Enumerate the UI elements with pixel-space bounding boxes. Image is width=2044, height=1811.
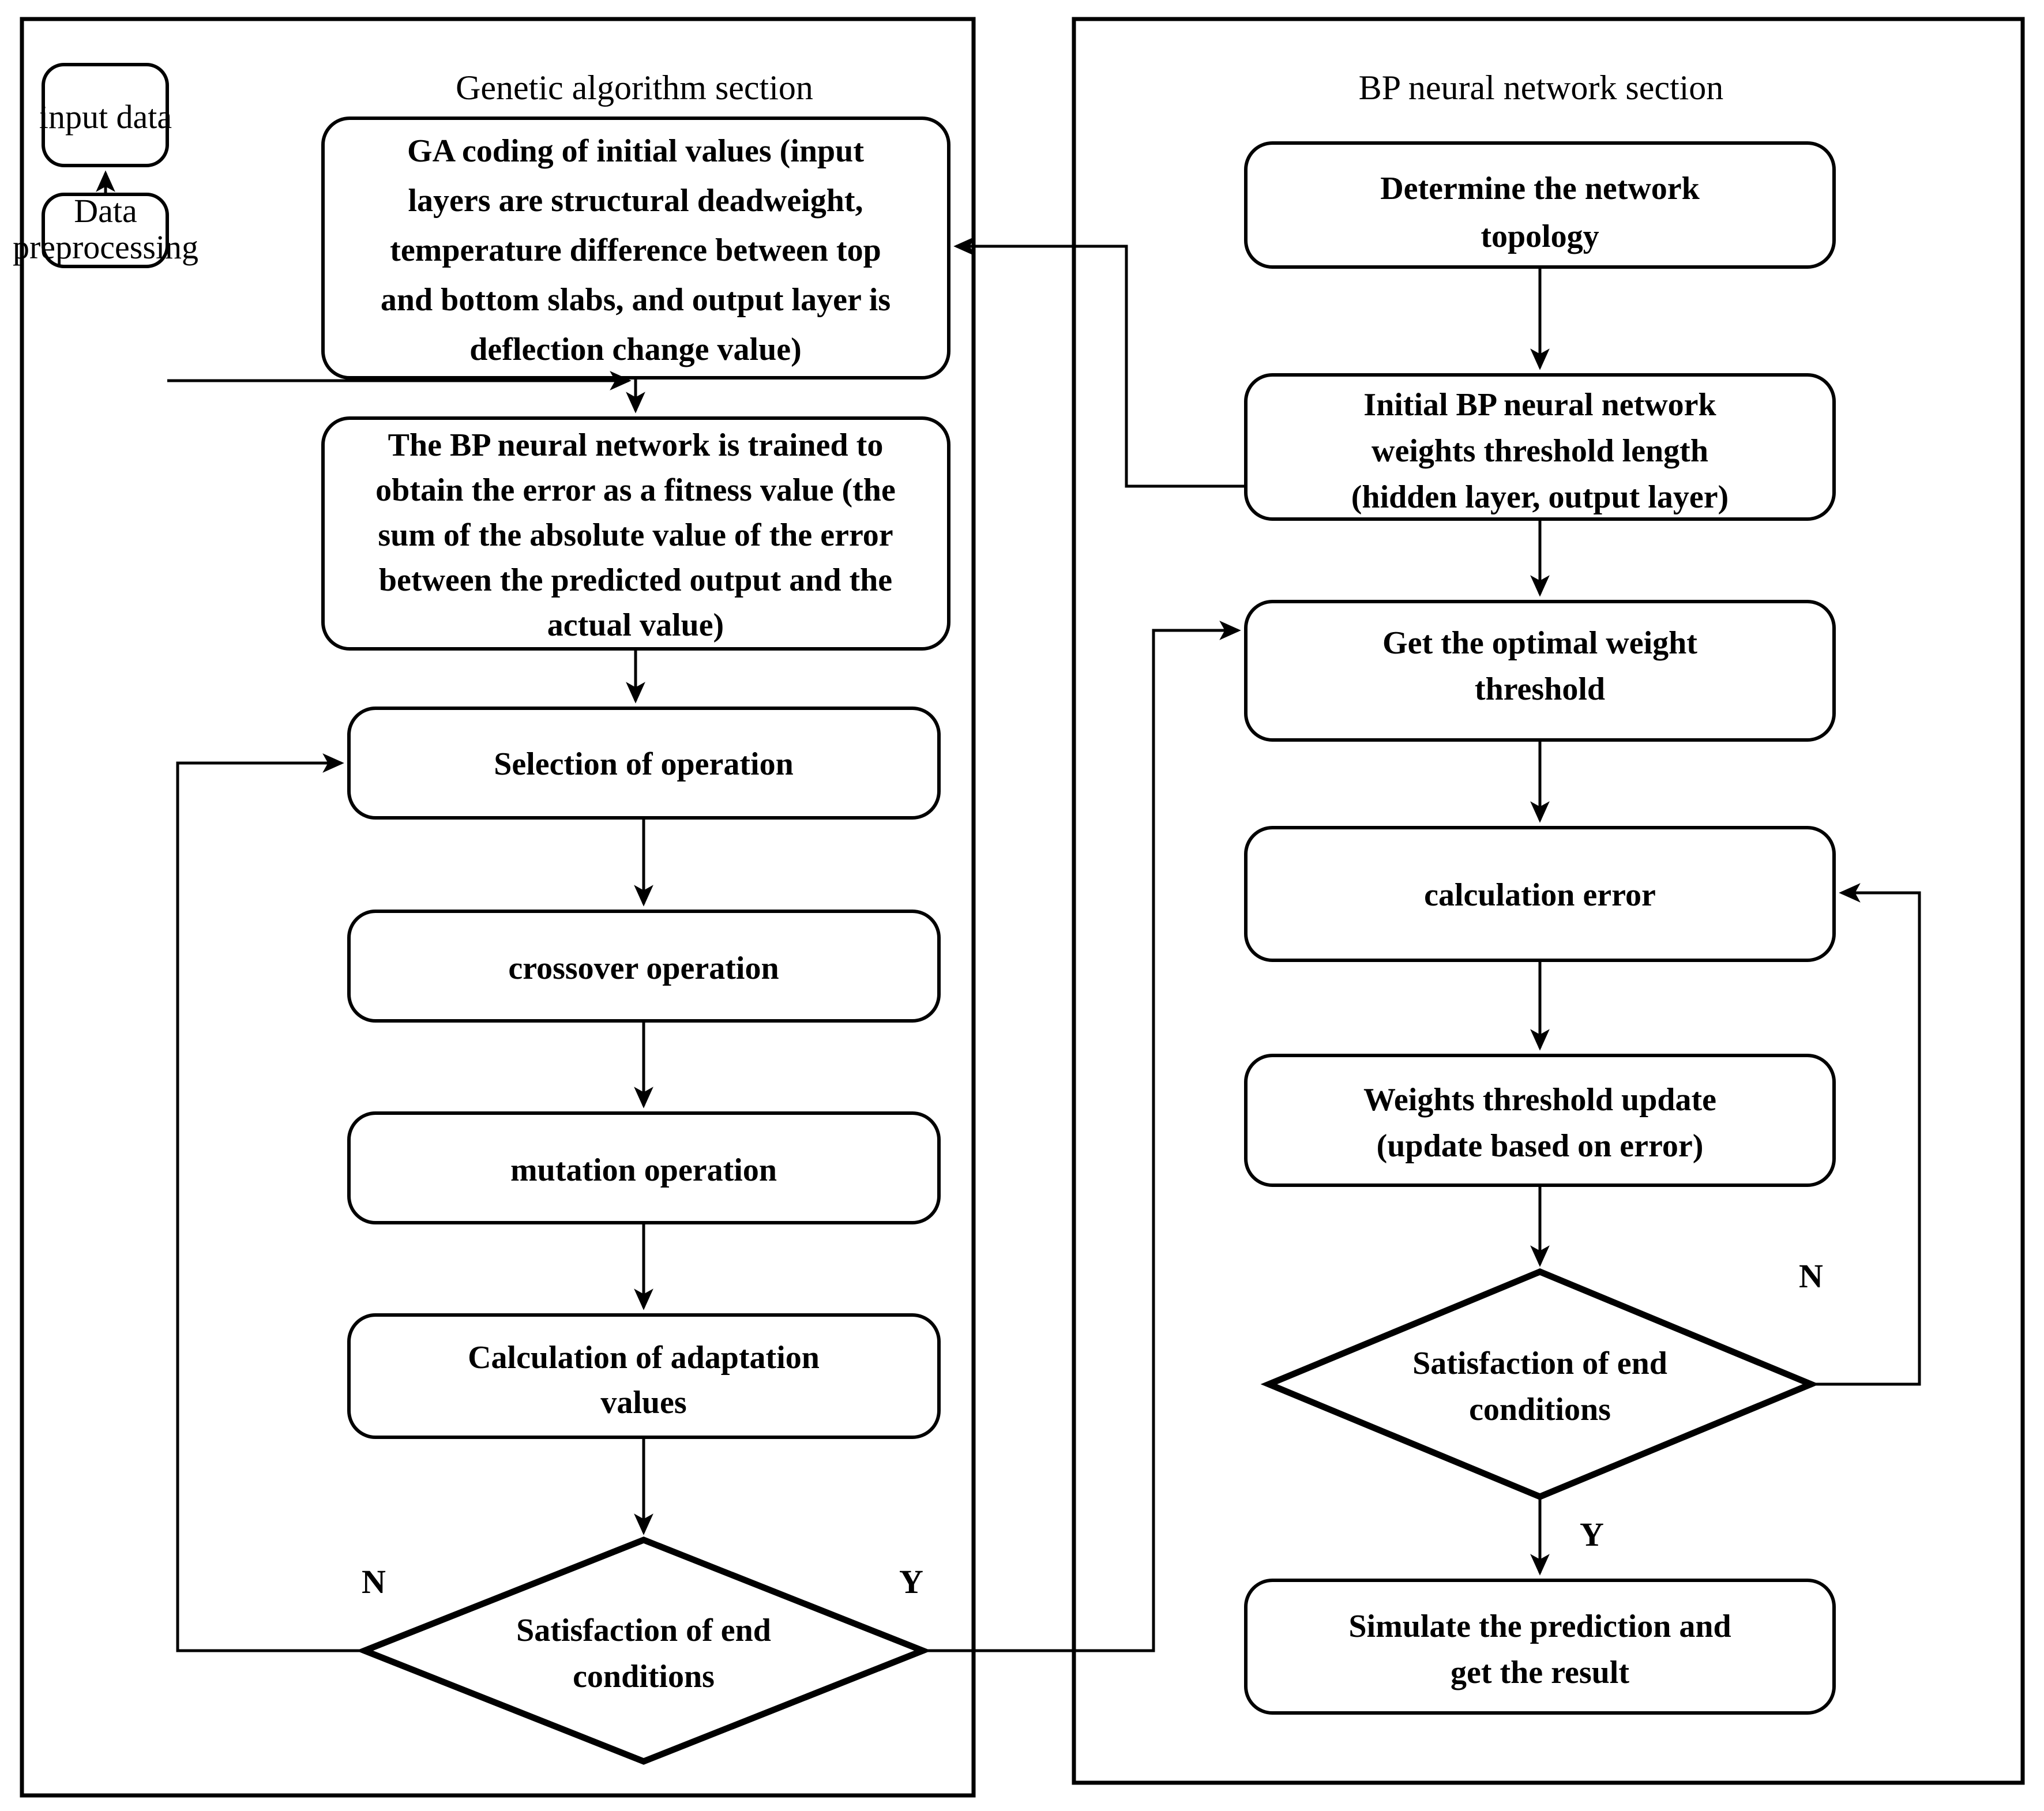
- node-crossover-label: crossover operation: [508, 950, 779, 986]
- edge-ga-decision-n-loopback: [176, 753, 365, 1652]
- node-bp-train-line-5: actual value): [547, 607, 724, 643]
- node-selection-label: Selection of operation: [494, 746, 793, 782]
- node-ga-coding-line-2: layers are structural deadweight,: [408, 183, 863, 219]
- ga-section-title: Genetic algorithm section: [456, 69, 813, 107]
- node-simulate-label-1: Simulate the prediction and: [1348, 1609, 1731, 1644]
- node-bp-decision-label-1: Satisfaction of end: [1412, 1346, 1667, 1381]
- node-bp-decision[interactable]: [1260, 1268, 1820, 1500]
- node-calc-error-label: calculation error: [1424, 877, 1656, 913]
- node-data-preprocessing-label-2: preprocessing: [13, 228, 198, 266]
- node-adaptation-label-1: Calculation of adaptation: [468, 1340, 820, 1376]
- node-initweights-label-2: weights threshold length: [1372, 433, 1708, 469]
- node-update-label-2: (update based on error): [1377, 1128, 1704, 1164]
- node-bp-train-line-4: between the predicted output and the: [379, 562, 892, 598]
- bp-decision-branch-y: Y: [1580, 1516, 1604, 1553]
- bp-section-panel: [1072, 17, 2025, 1785]
- edge-ga-decision-y-to-optimal: [923, 621, 1241, 1652]
- node-bp-decision-label-2: conditions: [1469, 1392, 1611, 1427]
- node-ga-coding-line-5: deflection change value): [469, 332, 801, 367]
- bp-decision-branch-n: N: [1799, 1257, 1823, 1295]
- node-ga-coding-line-4: and bottom slabs, and output layer is: [381, 282, 891, 318]
- node-update-label-1: Weights threshold update: [1363, 1082, 1716, 1118]
- node-adaptation-label-2: values: [600, 1385, 686, 1421]
- node-topology-label-1: Determine the network: [1380, 171, 1700, 206]
- node-input-data[interactable]: [42, 63, 169, 167]
- ga-section-panel: [20, 17, 976, 1798]
- node-bp-train-line-2: obtain the error as a fitness value (the: [375, 472, 896, 508]
- node-ga-decision[interactable]: [356, 1536, 931, 1765]
- edge-initweights-to-ga-coding: [953, 236, 1246, 488]
- node-ga-decision-label-2: conditions: [573, 1659, 715, 1694]
- node-ga-coding-line-3: temperature difference between top: [390, 232, 881, 268]
- node-simulate-label-2: get the result: [1451, 1655, 1629, 1690]
- node-mutation-label: mutation operation: [510, 1152, 777, 1188]
- node-data-preprocessing-label-1: Data: [74, 192, 137, 230]
- node-optimal-label-2: threshold: [1475, 671, 1605, 707]
- node-optimal-weight-threshold[interactable]: [1244, 600, 1836, 742]
- node-simulate-prediction[interactable]: [1244, 1579, 1836, 1715]
- node-ga-coding-line-1: GA coding of initial values (input: [407, 133, 864, 169]
- node-topology-label-2: topology: [1481, 219, 1599, 254]
- bp-section-title: BP neural network section: [1359, 69, 1724, 107]
- ga-decision-branch-y: Y: [899, 1563, 923, 1600]
- ga-decision-branch-n: N: [362, 1563, 386, 1600]
- node-bp-train-line-3: sum of the absolute value of the error: [378, 517, 893, 553]
- node-ga-decision-label-1: Satisfaction of end: [516, 1613, 771, 1648]
- node-initweights-label-3: (hidden layer, output layer): [1351, 479, 1729, 515]
- node-initweights-label-1: Initial BP neural network: [1363, 387, 1716, 423]
- edge-bp-decision-n-loopback: [1811, 883, 1921, 1386]
- node-weights-threshold-update[interactable]: [1244, 1054, 1836, 1187]
- node-input-data-label: input data: [39, 98, 172, 136]
- node-optimal-label-1: Get the optimal weight: [1382, 625, 1697, 661]
- node-bp-train-line-1: The BP neural network is trained to: [388, 427, 884, 463]
